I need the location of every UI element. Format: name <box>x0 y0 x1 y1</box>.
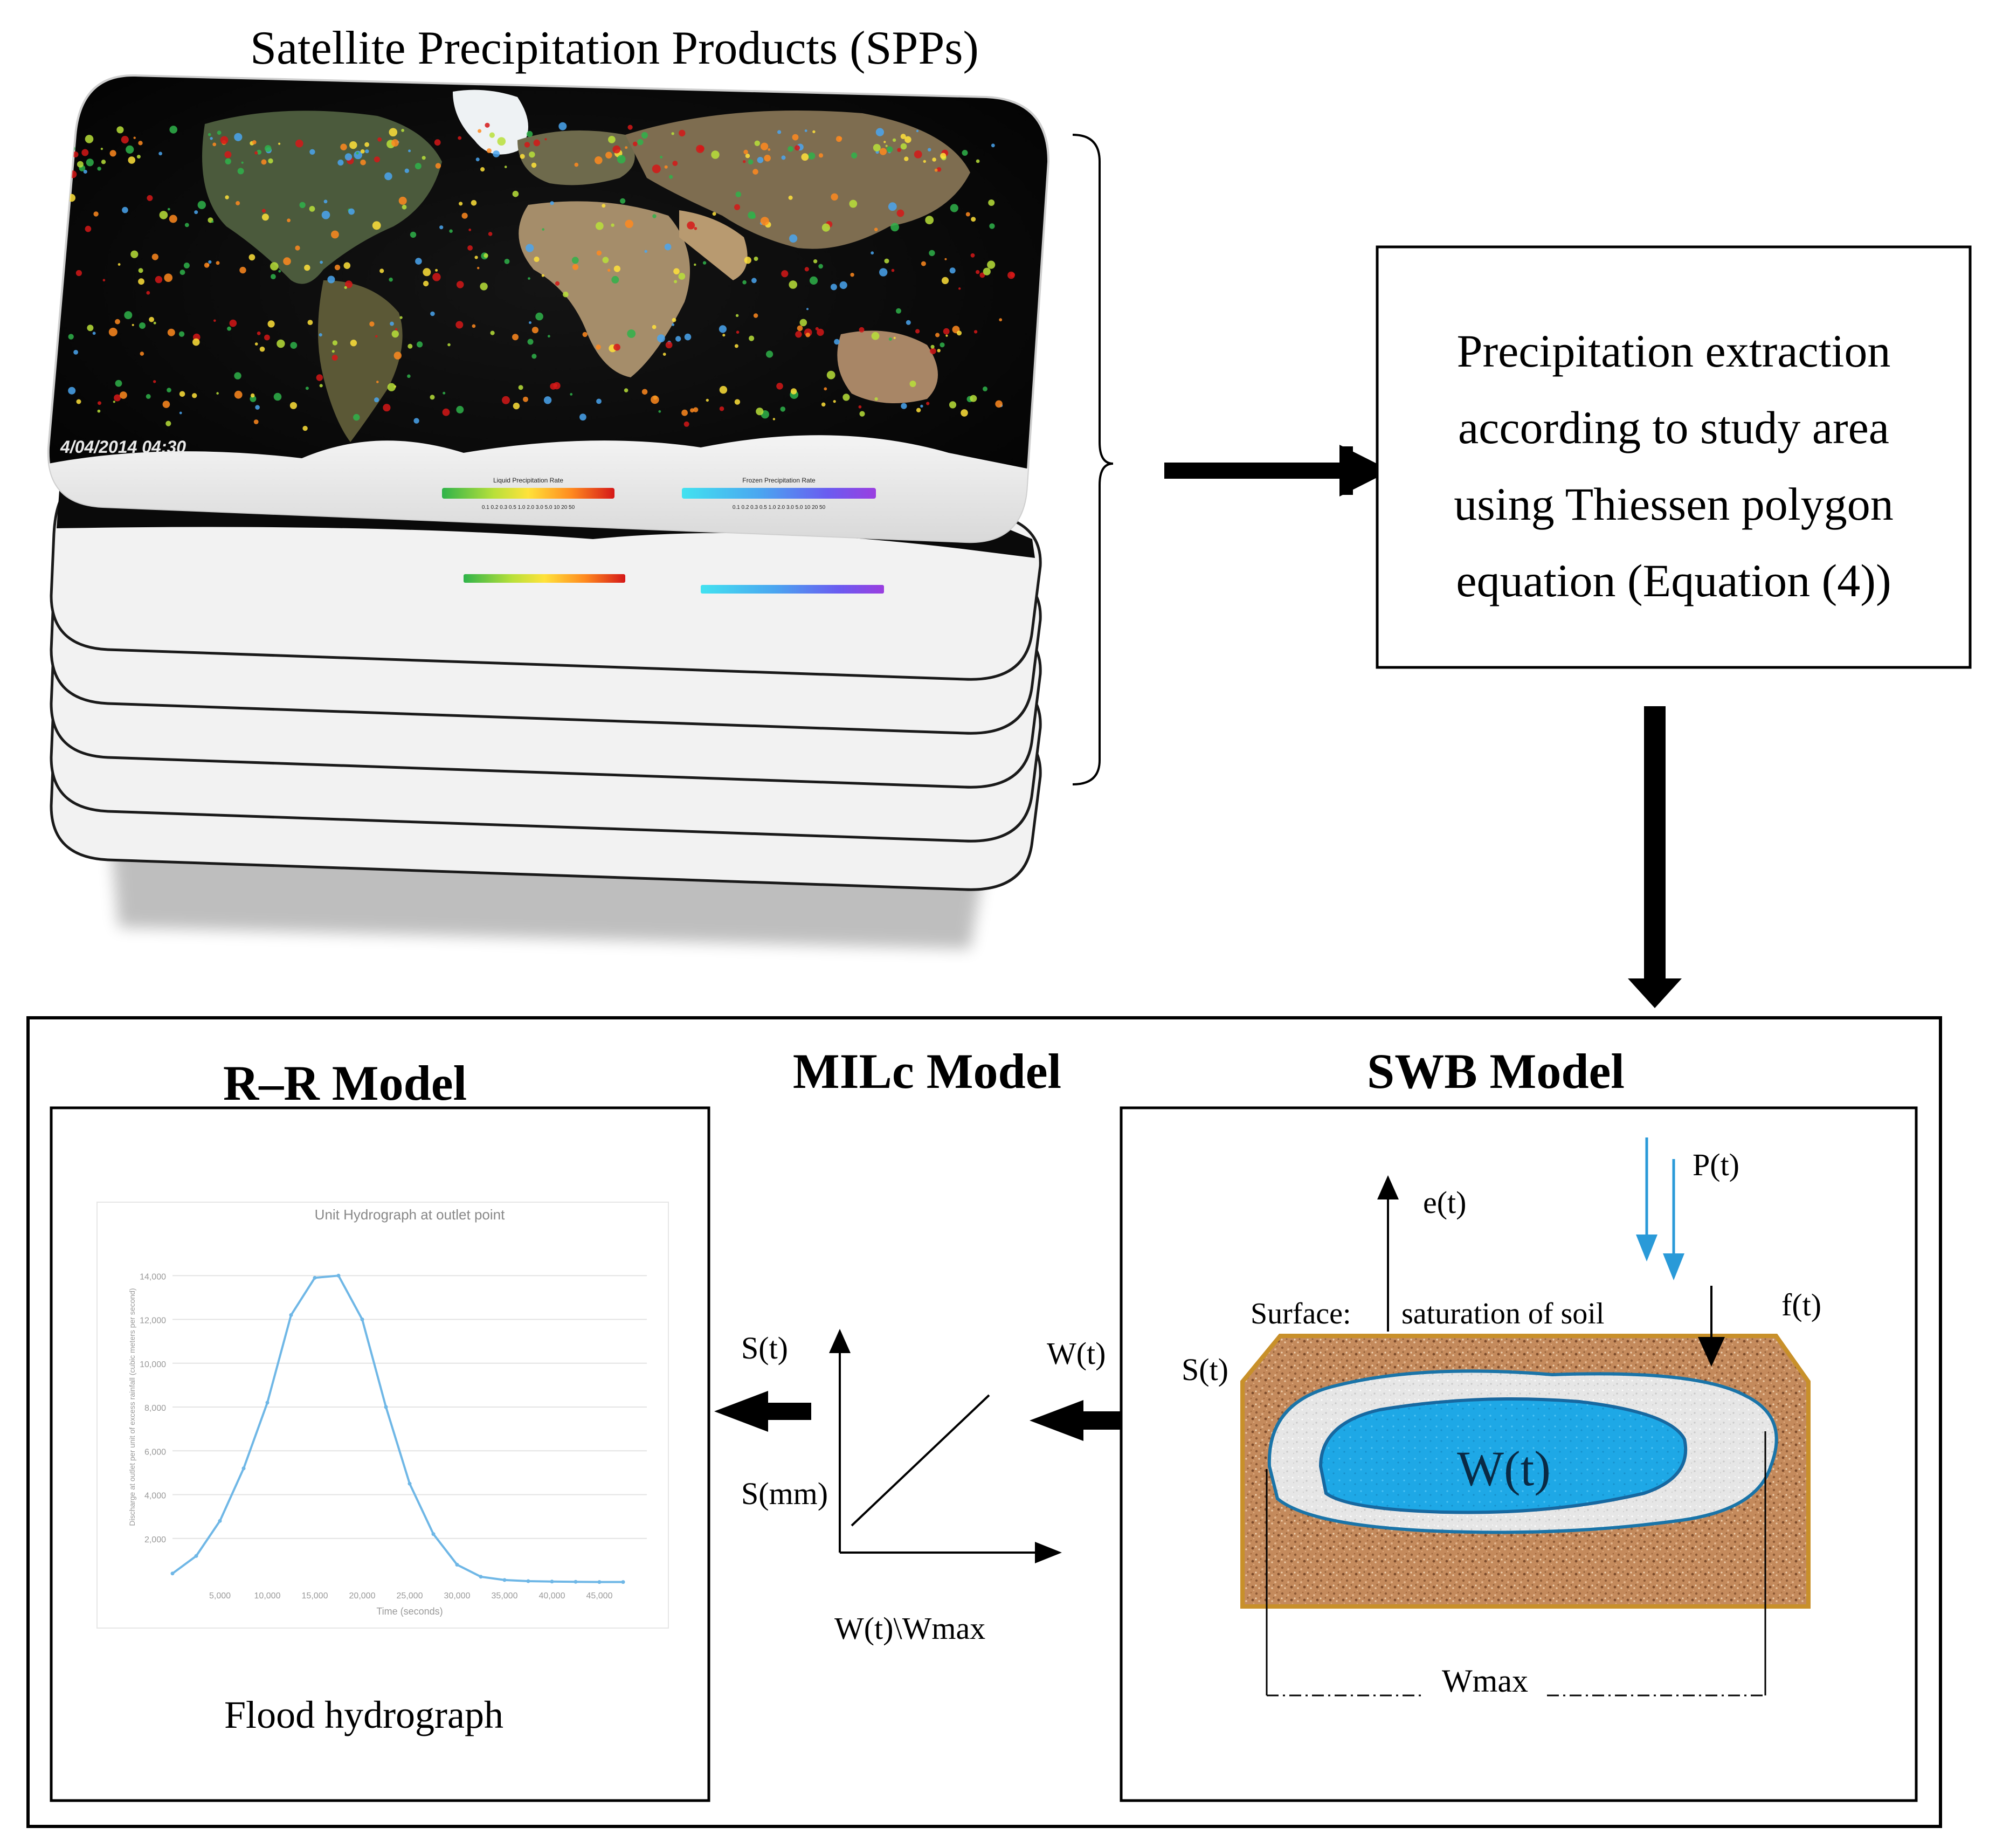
arrow-to-milc <box>1628 706 1682 1008</box>
w-storage-label: W(t) <box>1457 1441 1551 1496</box>
hydrograph-point <box>502 1578 507 1582</box>
w-wmax-label: W(t)\Wmax <box>834 1611 985 1646</box>
surface-label: Surface: <box>1251 1297 1351 1330</box>
hydrograph-point <box>194 1554 198 1558</box>
legend-frozen-ticks: 0.1 0.2 0.3 0.5 1.0 2.0 3.0 5.0 10 20 50 <box>733 505 826 511</box>
spp-bracket <box>1072 134 1114 785</box>
legend-liquid-ticks: 0.1 0.2 0.3 0.5 1.0 2.0 3.0 5.0 10 20 50 <box>482 505 575 511</box>
chart-x-tick: 35,000 <box>492 1591 518 1601</box>
chart-y-tick: 10,000 <box>140 1360 166 1369</box>
hydrograph-point <box>479 1575 483 1579</box>
spp-stack: 4/04/04/04/2014 04:30 <box>47 74 1114 949</box>
chart-y-tick: 14,000 <box>140 1272 166 1281</box>
hydrograph-point <box>621 1580 625 1584</box>
swb-title: SWB Model <box>1367 1044 1625 1099</box>
chart-x-tick: 45,000 <box>586 1591 613 1601</box>
extraction-box: Precipitation extraction according to st… <box>1376 245 1972 669</box>
chart-y-label: Discharge at outlet per unit of excess r… <box>128 1288 136 1526</box>
surface-desc: saturation of soil <box>1401 1297 1604 1330</box>
linear-relation-line <box>851 1394 990 1527</box>
hydrograph-point <box>574 1580 578 1584</box>
hydrograph-point <box>313 1275 317 1280</box>
extraction-line-2: according to study area <box>1458 402 1889 453</box>
chart-x-tick: 15,000 <box>302 1591 328 1601</box>
hydrograph-point <box>265 1401 270 1405</box>
spp-title: Satellite Precipitation Products (SPPs) <box>250 22 979 74</box>
hydrograph-point <box>550 1580 554 1584</box>
hydrograph-chart: Unit Hydrograph at outlet point 2,000 4,00… <box>96 1202 669 1629</box>
chart-x-tick: 5,000 <box>209 1591 231 1601</box>
chart-x-tick: 30,000 <box>444 1591 471 1601</box>
chart-title: Unit Hydrograph at outlet point <box>315 1206 505 1223</box>
spp-map-top: Liquid Precipitation Rate Frozen Precipi… <box>47 74 1050 543</box>
p-label: P(t) <box>1693 1147 1739 1182</box>
hydrograph-point <box>170 1571 175 1576</box>
hydrograph-point <box>218 1519 222 1523</box>
extraction-line-3: using Thiessen polygon <box>1454 478 1893 530</box>
rr-caption: Flood hydrograph <box>224 1693 503 1736</box>
f-label: f(t) <box>1781 1287 1821 1322</box>
hydrograph-point <box>289 1313 293 1317</box>
hydrograph-point <box>336 1273 341 1278</box>
rr-title: R–R Model <box>223 1056 467 1111</box>
hydrograph-point <box>360 1318 364 1321</box>
chart-x-tick: 10,000 <box>254 1591 281 1601</box>
w-in-label: W(t) <box>1047 1336 1106 1371</box>
extraction-line-4: equation (Equation (4)) <box>1456 555 1891 606</box>
chart-y-tick: 12,000 <box>140 1316 166 1326</box>
water-storage <box>1318 1397 1688 1514</box>
soil-diagram: W(t) e(t) P(t) f(t) Surface: saturation … <box>1182 1137 1821 1699</box>
e-label: e(t) <box>1423 1185 1467 1220</box>
hydrograph-point <box>384 1405 388 1409</box>
milc-title: MILc Model <box>793 1044 1061 1099</box>
milc-relation: S(t) S(mm) W(t)\Wmax W(t) <box>714 1329 1129 1646</box>
arrow-to-extraction <box>1164 445 1391 497</box>
spp-timestamp: 4/04/2014 04:30 <box>60 437 186 457</box>
hydrograph-point <box>408 1481 412 1486</box>
hydrograph-point <box>455 1563 459 1567</box>
hydrograph-point <box>526 1579 530 1583</box>
arrow-w-in <box>1030 1400 1083 1441</box>
s-mm-label: S(mm) <box>741 1476 828 1511</box>
arrow-s-out <box>765 1403 811 1420</box>
hydrograph-point <box>431 1532 436 1536</box>
chart-x-tick: 25,000 <box>397 1591 423 1601</box>
chart-y-tick: 8,000 <box>144 1404 166 1413</box>
chart-frame <box>96 1202 669 1629</box>
hydrograph-point <box>597 1580 602 1584</box>
wmax-label: Wmax <box>1442 1663 1528 1699</box>
legend-liquid-label: Liquid Precipitation Rate <box>493 477 563 484</box>
chart-y-tick: 6,000 <box>144 1447 166 1457</box>
s-label: S(t) <box>1182 1352 1228 1387</box>
extraction-line-1: Precipitation extraction <box>1457 325 1891 377</box>
hydrograph-line <box>171 1274 623 1583</box>
chart-y-tick: 4,000 <box>144 1492 166 1501</box>
s-out-label: S(t) <box>741 1330 788 1366</box>
legend-frozen-label: Frozen Precipitation Rate <box>742 477 816 484</box>
chart-x-tick: 20,000 <box>349 1591 376 1601</box>
chart-x-label: Time (seconds) <box>376 1606 443 1617</box>
hydrograph-point <box>241 1466 246 1471</box>
chart-y-tick: 2,000 <box>144 1535 166 1544</box>
chart-x-tick: 40,000 <box>539 1591 565 1601</box>
